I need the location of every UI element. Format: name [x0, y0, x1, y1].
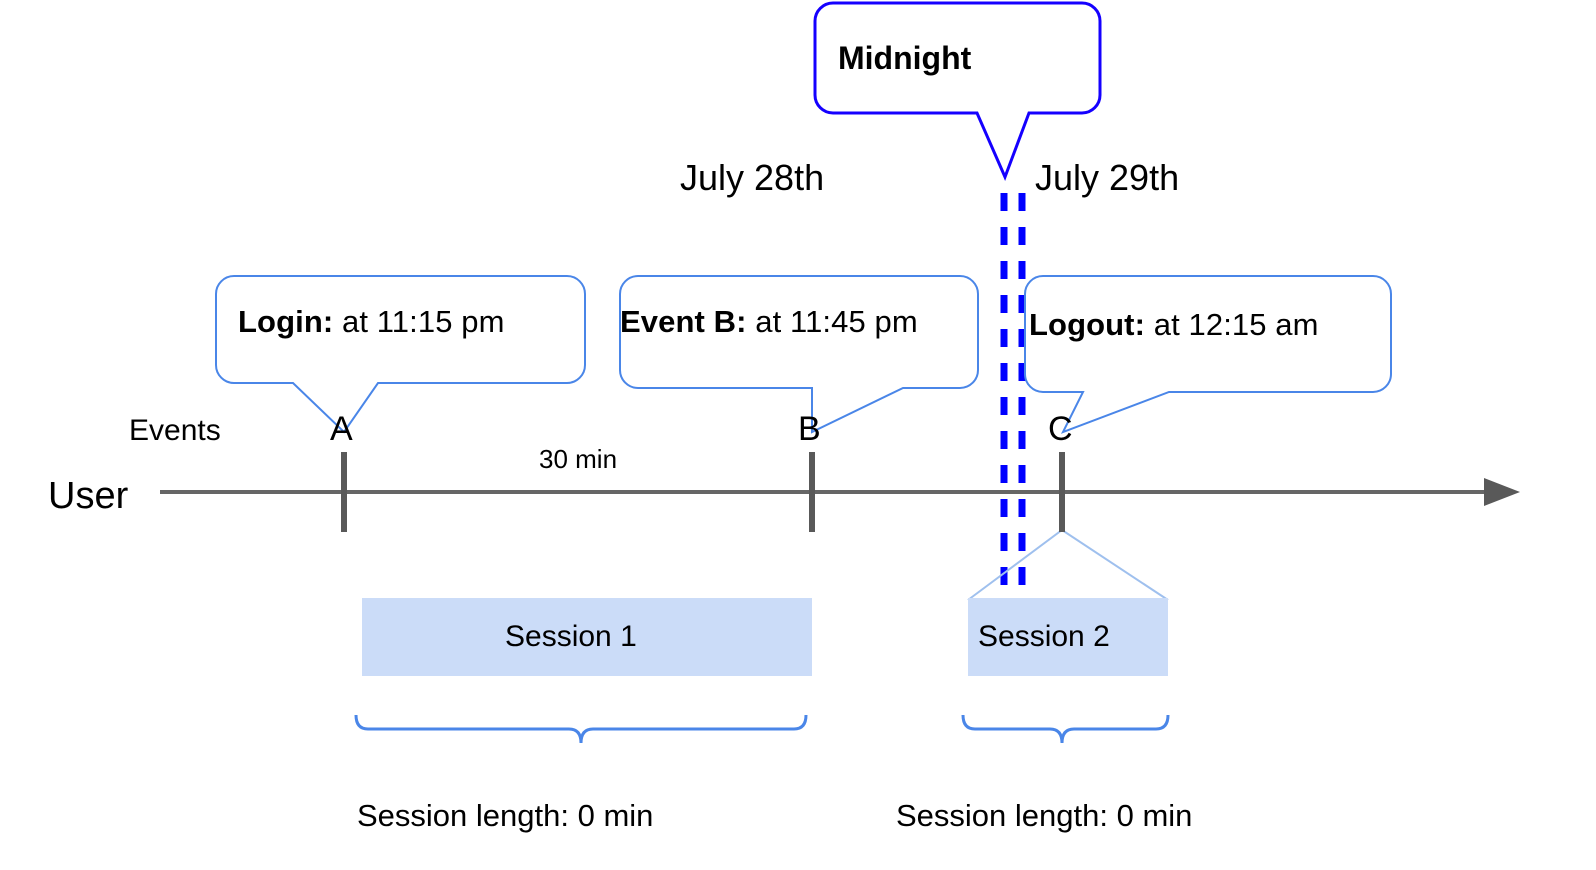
callout-event-b-title: Event B:: [620, 304, 747, 339]
callout-login-shape: [215, 275, 586, 434]
callout-login-text: Login: at 11:15 pm: [238, 306, 505, 337]
date-label-july-28: July 28th: [680, 157, 825, 198]
event-marker-b-letter: B: [798, 410, 821, 448]
callout-event-b-text: Event B: at 11:45 pm: [620, 306, 918, 337]
event-marker-c-letter: C: [1048, 410, 1073, 448]
session-1-label: Session 1: [505, 620, 637, 653]
midnight-callout-shape: [813, 1, 1102, 181]
timeline-axis: [160, 478, 1520, 506]
session-1-brace: [354, 714, 808, 744]
session-1-bar: [362, 598, 812, 676]
callout-login-title: Login:: [238, 304, 334, 339]
callout-login-detail: at 11:15 pm: [333, 304, 505, 339]
callout-event-b-shape: [619, 275, 979, 434]
gap-duration-label: 30 min: [539, 444, 618, 474]
session-2-length-label: Session length: 0 min: [896, 798, 1193, 833]
events-row-label: Events: [129, 414, 221, 447]
session-2-connector: [967, 528, 1169, 601]
callout-event-b-detail: at 11:45 pm: [746, 304, 918, 339]
midnight-label: Midnight: [838, 40, 972, 76]
callout-logout-text: Logout: at 12:15 am: [1029, 309, 1319, 340]
callout-logout-detail: at 12:15 am: [1145, 307, 1319, 342]
event-marker-a-letter: A: [330, 410, 353, 448]
session-2-brace: [961, 714, 1170, 744]
timeline-ticks: [341, 452, 1065, 532]
date-label-july-29: July 29th: [1035, 157, 1180, 198]
session-2-bar: [968, 598, 1168, 676]
callout-logout-title: Logout:: [1029, 307, 1146, 342]
user-axis-label: User: [48, 475, 129, 517]
callout-logout-shape: [1024, 275, 1392, 434]
session-1-length-label: Session length: 0 min: [357, 798, 654, 833]
midnight-divider-lines: [1000, 193, 1026, 600]
session-2-label: Session 2: [978, 620, 1110, 653]
